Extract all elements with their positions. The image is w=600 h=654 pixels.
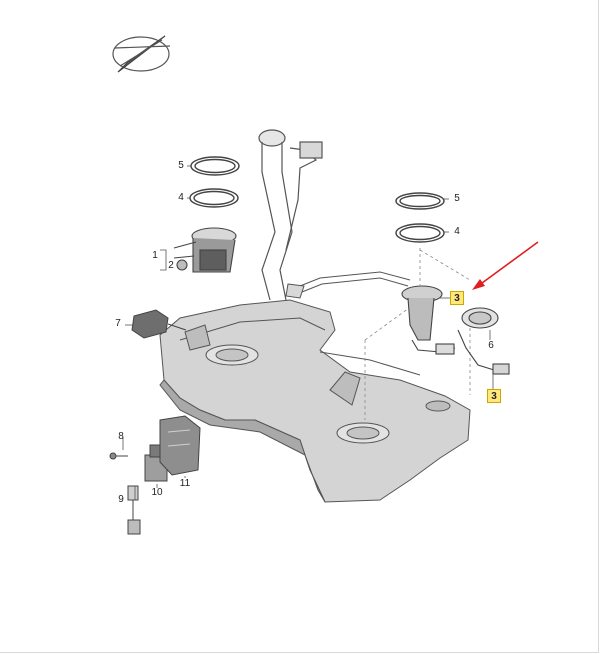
part-7-control-unit <box>131 309 187 339</box>
red-pointer-arrow-icon <box>472 241 539 290</box>
right-seal-ring-4 <box>395 223 445 243</box>
left-seal-ring-4 <box>189 188 239 208</box>
callout-3-upper: 3 <box>450 291 464 305</box>
callout-3-lower: 3 <box>487 389 501 403</box>
left-seal-ring-5 <box>190 156 240 176</box>
callout-7: 7 <box>115 318 121 329</box>
callout-9: 9 <box>118 494 124 505</box>
callout-1: 1 <box>152 250 158 261</box>
callout-4-right: 4 <box>454 226 460 237</box>
callout-5-right: 5 <box>454 193 460 204</box>
right-seal-ring-5 <box>395 192 445 210</box>
callout-6: 6 <box>488 340 494 351</box>
leader-lines <box>122 165 494 500</box>
callout-5-left: 5 <box>178 160 184 171</box>
part-6-flange <box>457 307 510 375</box>
left-pump-module <box>173 227 237 273</box>
callout-10: 10 <box>151 487 163 498</box>
callout-4-left: 4 <box>178 192 184 203</box>
pen-nib-logo-icon <box>112 35 171 73</box>
callout-2: 2 <box>168 260 174 271</box>
part-8-bolt <box>109 452 128 460</box>
callout-8: 8 <box>118 431 124 442</box>
part-11-heat-shield <box>159 415 201 476</box>
vent-lines <box>285 271 411 299</box>
callout-11: 11 <box>179 478 191 489</box>
right-pump-module <box>401 285 456 355</box>
part-9-sensor-cable <box>127 485 141 535</box>
filler-neck <box>258 129 323 301</box>
fuel-tank <box>159 299 471 503</box>
